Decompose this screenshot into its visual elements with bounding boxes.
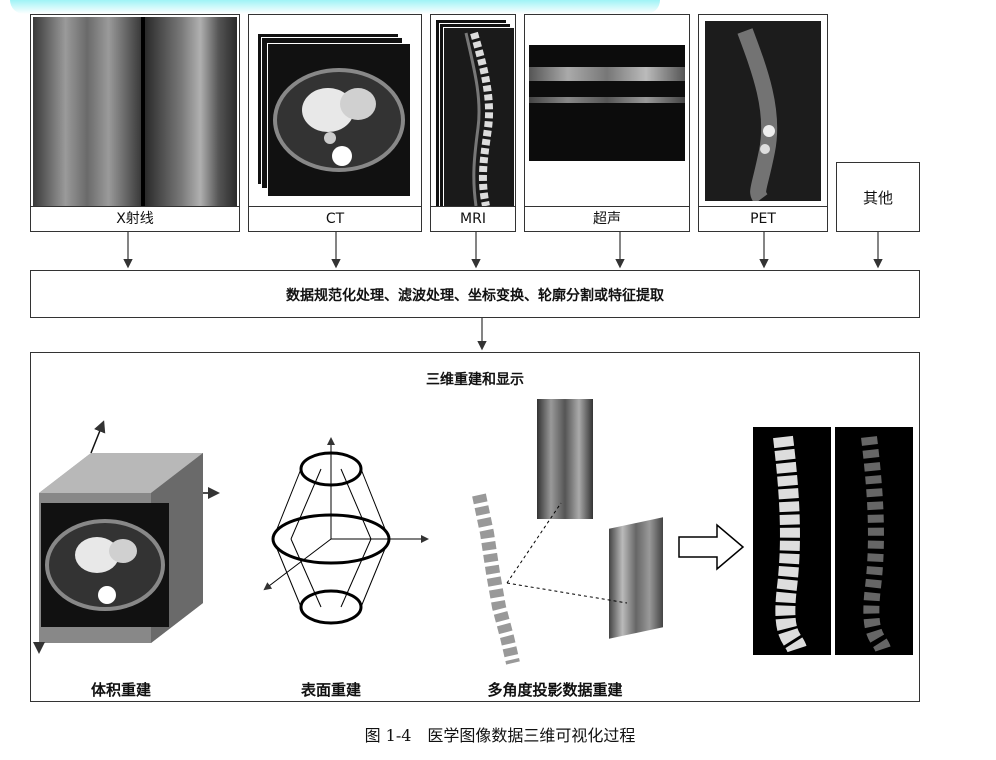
surface-cylinder-drawing: [263, 437, 429, 625]
projection-xray-lateral: [537, 399, 593, 519]
mri-spine-drawing: [464, 31, 494, 207]
projection-spine-drawing: [472, 493, 628, 665]
processing-label: 数据规范化处理、滤波处理、坐标变换、轮廓分割或特征提取: [286, 288, 664, 304]
result-solid-spine: [753, 427, 831, 655]
volume-ct-slice: [41, 503, 169, 627]
method-label-volume: 体积重建: [90, 681, 151, 699]
result-arrow-icon: [678, 523, 745, 571]
modality-ct-panel: CT: [248, 14, 422, 232]
modality-label-other: 其他: [862, 189, 893, 207]
reconstruction-box: 三维重建和显示 体积重建 表面重建: [30, 352, 920, 702]
ct-slice-drawing: [273, 68, 405, 172]
modality-pet-panel: PET: [698, 14, 828, 232]
modality-label-pet: PET: [699, 206, 827, 231]
modality-other-box: 其他: [836, 162, 920, 232]
ultrasound-image: [529, 45, 685, 161]
figure-caption: 图 1-4 医学图像数据三维可视化过程: [364, 726, 636, 745]
xray-image: [33, 17, 237, 207]
modality-xray-panel: X射线: [30, 14, 240, 232]
pet-drawing: [737, 28, 778, 201]
top-glow-strip: [10, 0, 660, 14]
modality-label-ultrasound: 超声: [525, 206, 689, 231]
method-label-surface: 表面重建: [300, 681, 361, 699]
modality-label-xray: X射线: [31, 206, 239, 231]
reconstruction-title: 三维重建和显示: [426, 372, 524, 388]
modality-label-mri: MRI: [431, 206, 515, 231]
processing-box: 数据规范化处理、滤波处理、坐标变换、轮廓分割或特征提取: [30, 270, 920, 318]
modality-label-ct: CT: [249, 206, 421, 231]
ct-slice-image: [267, 43, 411, 197]
result-wire-spine: [835, 427, 913, 655]
modality-ultrasound-panel: 超声: [524, 14, 690, 232]
method-label-projection: 多角度投影数据重建: [487, 681, 623, 699]
modality-mri-panel: MRI: [430, 14, 516, 232]
mri-spine-image: [443, 27, 515, 209]
pet-image: [705, 21, 821, 201]
